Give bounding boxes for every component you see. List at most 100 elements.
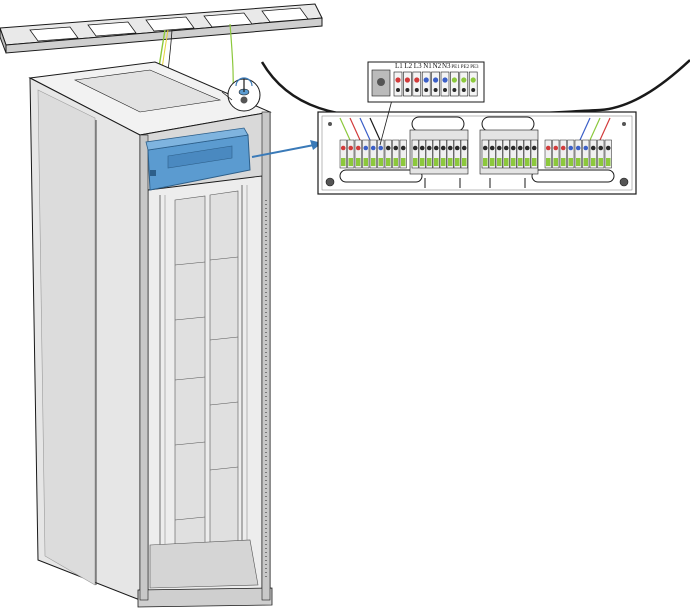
inset-terminal-dot bbox=[451, 77, 457, 83]
panel-terminal-wire bbox=[576, 158, 581, 166]
inset-terminal bbox=[421, 71, 431, 97]
panel-terminal-wire bbox=[363, 158, 368, 166]
inset-terminal-dot bbox=[461, 77, 467, 83]
panel-terminal-dot bbox=[598, 145, 604, 151]
panel-terminal-wire bbox=[448, 158, 453, 166]
panel-terminal-wire bbox=[413, 158, 418, 166]
cabinet bbox=[28, 61, 273, 608]
panel-terminal-dot bbox=[412, 145, 418, 151]
panel-terminal-wire bbox=[525, 158, 530, 166]
inset-terminal-dot bbox=[442, 77, 448, 83]
panel-terminal-wire bbox=[341, 158, 346, 166]
inset-terminal-screw bbox=[433, 88, 438, 92]
panel-terminal-wire bbox=[462, 158, 467, 166]
panel-terminal-dot bbox=[583, 145, 589, 151]
panel-terminal bbox=[530, 139, 538, 169]
panel-terminal-wire bbox=[606, 158, 611, 166]
inset-terminal-dot bbox=[470, 77, 476, 83]
panel-terminal bbox=[552, 139, 560, 169]
terminal-label-l1: L1 bbox=[395, 62, 403, 70]
panel-terminal bbox=[589, 139, 597, 169]
panel-terminal-dot bbox=[378, 145, 384, 151]
panel-terminal-dot bbox=[560, 145, 566, 151]
panel-terminal-wire bbox=[348, 158, 353, 166]
panel-terminal-wire bbox=[568, 158, 573, 166]
panel-terminal bbox=[418, 139, 426, 169]
inset-terminal-screw bbox=[405, 88, 410, 92]
panel-terminal-dot bbox=[454, 145, 460, 151]
terminal-label-pe2: PE2 bbox=[461, 65, 470, 70]
inset-terminal bbox=[468, 71, 478, 97]
panel-terminal-wire bbox=[583, 158, 588, 166]
panel-terminal-dot bbox=[426, 145, 432, 151]
panel-terminal bbox=[597, 139, 605, 169]
panel-terminal bbox=[488, 139, 496, 169]
panel-terminal bbox=[411, 139, 419, 169]
panel-terminal-dot bbox=[482, 145, 488, 151]
panel-terminal bbox=[453, 139, 461, 169]
panel-terminal bbox=[523, 139, 531, 169]
panel-terminal-wire bbox=[371, 158, 376, 166]
panel-terminal bbox=[425, 139, 433, 169]
panel-terminal-wire bbox=[490, 158, 495, 166]
terminal-label-n1: N1 bbox=[423, 62, 432, 70]
panel-terminal bbox=[354, 139, 362, 169]
inset-terminal bbox=[403, 71, 412, 97]
inset-terminal-dot bbox=[423, 77, 429, 83]
panel-terminal bbox=[567, 139, 575, 169]
panel-terminal-wire bbox=[393, 158, 398, 166]
ground-screw-icon bbox=[221, 77, 261, 112]
inset-terminal-dot bbox=[414, 77, 420, 83]
panel-terminal-dot bbox=[489, 145, 495, 151]
panel-terminal-dot bbox=[433, 145, 439, 151]
panel-terminal-wire bbox=[497, 158, 502, 166]
panel-terminal-wire bbox=[553, 158, 558, 166]
panel-terminal-wire bbox=[401, 158, 406, 166]
panel-terminal bbox=[439, 139, 447, 169]
terminal-block-panel bbox=[260, 59, 690, 195]
panel-terminal-wire bbox=[420, 158, 425, 166]
panel-terminal-row bbox=[339, 139, 612, 169]
panel-terminal-dot bbox=[393, 145, 399, 151]
panel-terminal-dot bbox=[531, 145, 537, 151]
inset-terminal-screw bbox=[471, 88, 476, 92]
panel-terminal-wire bbox=[483, 158, 488, 166]
inset-terminal-screw bbox=[396, 88, 400, 92]
panel-terminal-dot bbox=[496, 145, 502, 151]
panel-terminal-dot bbox=[553, 145, 559, 151]
panel-terminal-dot bbox=[400, 145, 406, 151]
panel-terminal-wire bbox=[441, 158, 446, 166]
terminal-label-pe3: PE3 bbox=[470, 65, 479, 70]
panel-terminal-dot bbox=[461, 145, 467, 151]
panel-terminal-wire bbox=[561, 158, 566, 166]
panel-terminal bbox=[559, 139, 567, 169]
panel-terminal bbox=[377, 139, 385, 169]
panel-terminal bbox=[432, 139, 440, 169]
panel-terminal bbox=[446, 139, 454, 169]
panel-terminal bbox=[509, 139, 517, 169]
panel-terminal bbox=[582, 139, 590, 169]
inset-terminal bbox=[440, 71, 450, 97]
panel-terminal bbox=[495, 139, 503, 169]
panel-terminal-dot bbox=[517, 145, 523, 151]
terminal-label-l3: L3 bbox=[414, 62, 422, 70]
panel-terminal-dot bbox=[363, 145, 369, 151]
panel-terminal-wire bbox=[532, 158, 537, 166]
inset-terminal-screw bbox=[443, 88, 447, 92]
panel-terminal-dot bbox=[524, 145, 530, 151]
panel-terminal-wire bbox=[356, 158, 361, 166]
panel-terminal bbox=[347, 139, 355, 169]
panel-terminal bbox=[384, 139, 392, 169]
inset-terminal-dot bbox=[433, 77, 439, 83]
terminal-label-n3: N3 bbox=[442, 62, 451, 70]
panel-terminal-wire bbox=[434, 158, 439, 166]
inset-terminal bbox=[412, 71, 422, 97]
panel-terminal bbox=[460, 139, 468, 169]
panel-terminal-dot bbox=[419, 145, 425, 151]
panel-terminal-wire bbox=[386, 158, 391, 166]
panel-terminal bbox=[574, 139, 582, 169]
panel-terminal-wire bbox=[518, 158, 523, 166]
